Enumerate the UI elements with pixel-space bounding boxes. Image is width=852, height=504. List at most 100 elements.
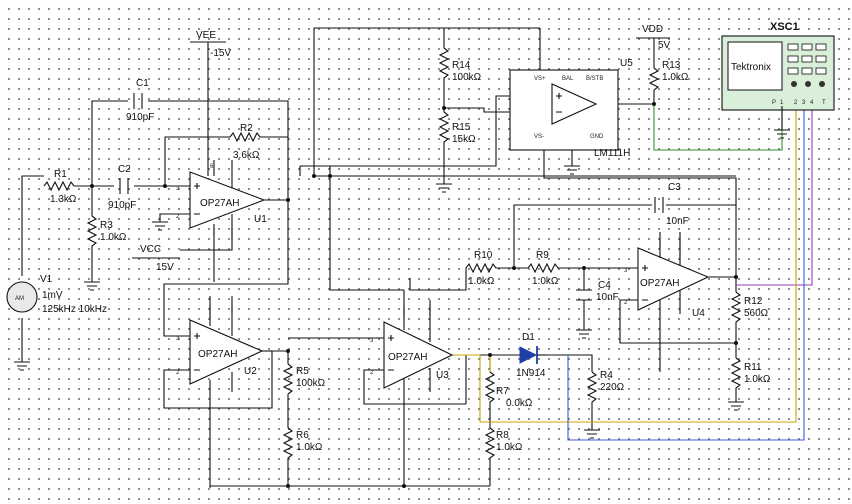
oscilloscope-xsc1[interactable]: XSC1 Tektronix P 1 2 3 4 T — [721, 21, 835, 130]
svg-text:3: 3 — [802, 100, 806, 106]
resistor-r8 — [484, 427, 496, 460]
svg-text:2: 2 — [624, 300, 628, 306]
vee-supply: VEE -15V — [190, 30, 231, 59]
u5-part: LM111H — [594, 148, 630, 159]
c3-name: C3 — [668, 182, 681, 193]
scope-buttons — [787, 43, 827, 75]
resistor-labels: R1 1.3kΩ R2 3.6kΩ R3 1.0kΩ R4 220Ω R5 10… — [50, 60, 771, 453]
svg-text:4: 4 — [810, 100, 814, 106]
r13-name: R13 — [662, 60, 681, 71]
u2-name: U2 — [244, 366, 257, 377]
r6-value: 1.0kΩ — [296, 442, 323, 453]
u5-name: U5 — [620, 58, 633, 69]
source-symbol: AM — [15, 296, 24, 302]
svg-text:3: 3 — [370, 338, 374, 344]
svg-text:3: 3 — [176, 336, 180, 342]
r9-name: R9 — [536, 250, 549, 261]
resistor-r4 — [586, 371, 598, 404]
r13-value: 1.0kΩ — [662, 72, 689, 83]
scope-pins: P 1 2 3 4 T — [772, 100, 826, 106]
vcc-name: VCC — [140, 244, 161, 255]
u3-name: U3 — [436, 370, 449, 381]
opamp-u4[interactable]: 3 2 OP27AH U4 — [624, 236, 710, 320]
r15-name: R15 — [452, 122, 471, 133]
u5-gnd: GND — [590, 134, 604, 140]
resistors — [43, 47, 742, 460]
svg-text:2: 2 — [176, 214, 180, 220]
u5-vs-neg: VS- — [534, 134, 544, 140]
r5-value: 100kΩ — [296, 378, 326, 389]
scope-name: XSC1 — [770, 21, 799, 33]
vdd-value: 5V — [658, 40, 671, 51]
d1-part: 1N914 — [516, 368, 546, 379]
r10-name: R10 — [474, 250, 493, 261]
svg-text:P: P — [772, 100, 776, 106]
r3-name: R3 — [100, 220, 113, 231]
capacitor-c4 — [576, 289, 592, 301]
vcc-value: 15V — [156, 262, 174, 273]
colored-wires — [452, 104, 813, 441]
svg-text:2: 2 — [794, 100, 798, 106]
resistor-r10 — [465, 262, 498, 274]
opamp-u3[interactable]: 32 OP27AH U3 — [370, 300, 454, 392]
resistor-r12 — [730, 291, 742, 323]
opamp-u1[interactable]: 6 3 2 OP27AH U1 — [176, 160, 267, 240]
capacitor-c3 — [654, 197, 664, 213]
resistor-r9 — [527, 262, 560, 274]
capacitor-c2 — [119, 178, 129, 194]
vee-value: -15V — [210, 48, 231, 59]
capacitor-labels: C1 910pF C2 910pF C3 10nF C4 10nF — [108, 78, 689, 303]
source-v1[interactable]: AM V1 1mV 125kHz 10kHz — [6, 274, 107, 315]
d1-name: D1 — [522, 332, 535, 343]
r15-value: 15kΩ — [452, 134, 476, 145]
vdd-name: VDD — [642, 24, 663, 35]
svg-text:T: T — [822, 100, 826, 106]
r6-name: R6 — [296, 430, 309, 441]
resistor-r15 — [438, 111, 450, 150]
diode-d1[interactable]: D1 1N914 — [516, 332, 546, 379]
u5-bal: BAL — [562, 76, 574, 82]
scope-brand: Tektronix — [731, 62, 771, 73]
opamp-u2[interactable]: 3 2 OP27AH U2 — [176, 306, 264, 392]
svg-text:6: 6 — [210, 164, 214, 170]
r14-name: R14 — [452, 60, 471, 71]
resistor-r5 — [282, 363, 294, 395]
c2-value: 910pF — [108, 200, 136, 211]
svg-text:3: 3 — [624, 268, 628, 274]
vdd-supply: VDD 5V — [636, 24, 671, 52]
u1-part: OP27AH — [200, 198, 239, 209]
resistor-r13 — [648, 67, 660, 91]
vee-name: VEE — [196, 30, 216, 41]
c3-value: 10nF — [666, 216, 689, 227]
svg-text:3: 3 — [176, 186, 180, 192]
r12-name: R12 — [744, 296, 763, 307]
capacitors — [119, 93, 664, 301]
resistor-r14 — [438, 47, 450, 90]
comparator-u5[interactable]: VS+ BAL B/STB VS- GND U5 LM111H — [509, 58, 633, 159]
c1-name: C1 — [136, 78, 149, 89]
c4-name: C4 — [598, 280, 611, 291]
r5-name: R5 — [296, 366, 309, 377]
r3-value: 1.0kΩ — [100, 232, 127, 243]
r8-value: 1.0kΩ — [496, 442, 523, 453]
resistor-r7 — [484, 371, 496, 404]
r14-value: 100kΩ — [452, 72, 482, 83]
svg-text:2: 2 — [176, 370, 180, 376]
r8-name: R8 — [496, 430, 509, 441]
r4-value: 220Ω — [600, 382, 625, 393]
u1-name: U1 — [254, 214, 267, 225]
source-name: V1 — [40, 274, 53, 285]
u4-name: U4 — [692, 308, 705, 319]
u2-part: OP27AH — [198, 349, 237, 360]
svg-text:1: 1 — [780, 100, 784, 106]
r11-name: R11 — [744, 362, 762, 373]
resistor-r6 — [282, 427, 294, 460]
junction-dots — [90, 102, 738, 488]
r1-name: R1 — [54, 169, 67, 180]
r7-name: R7 — [496, 386, 509, 397]
u4-part: OP27AH — [640, 278, 679, 289]
r1-value: 1.3kΩ — [50, 194, 77, 205]
u5-vs-pos: VS+ — [534, 76, 546, 82]
